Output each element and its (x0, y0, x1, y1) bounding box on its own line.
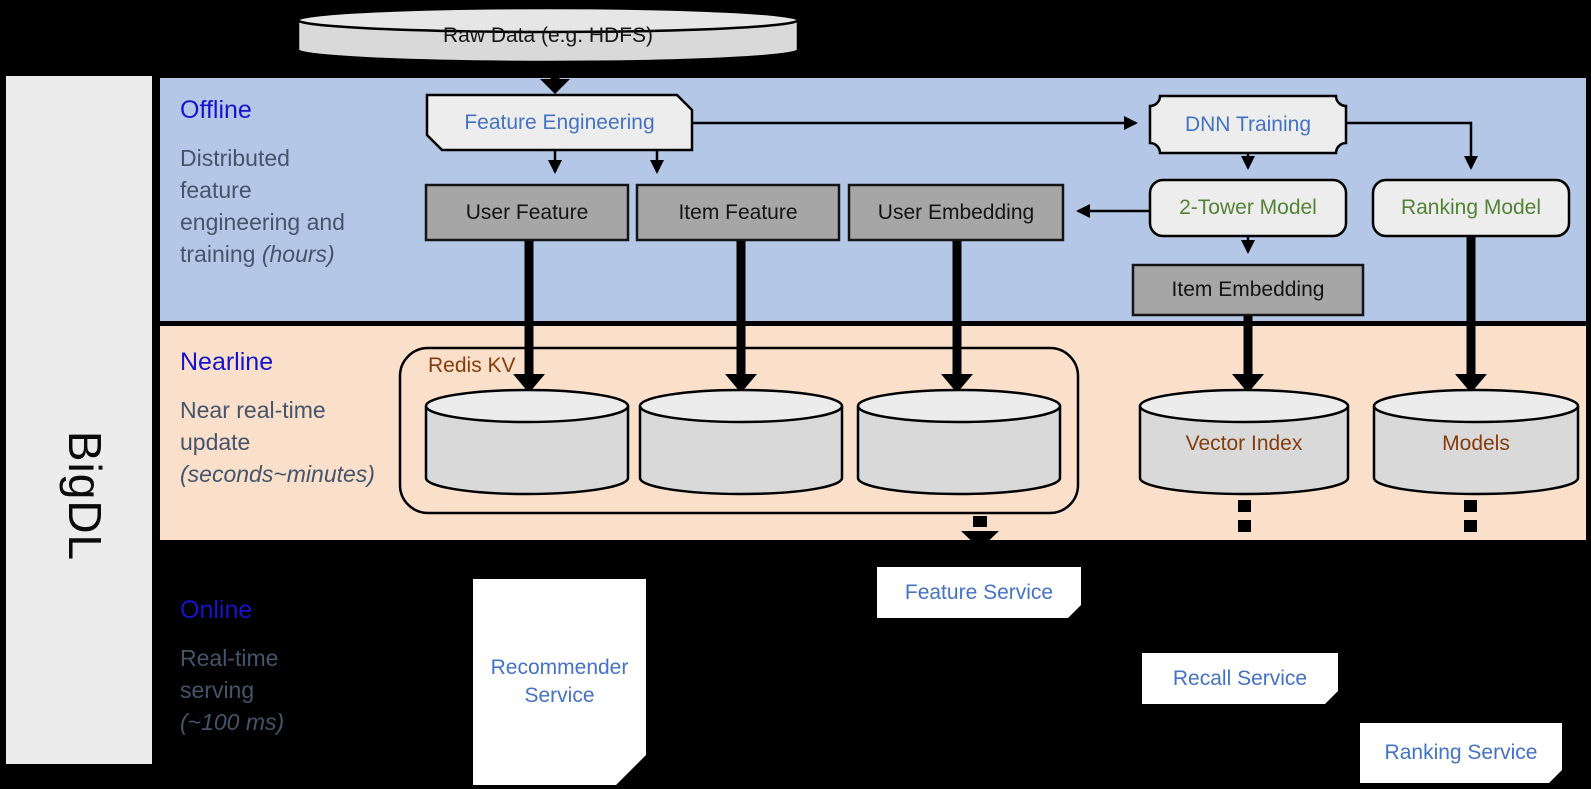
dash-redis-to-featureservice (973, 516, 987, 527)
models-cylinder (1372, 388, 1580, 496)
feature-engineering-box (425, 93, 694, 152)
nearline-desc-line2: update (180, 429, 251, 455)
ranking-service-label: Ranking Service (1384, 741, 1538, 764)
arrow-dnn-to-rankingmodel (1346, 121, 1478, 170)
offline-desc-line2: feature (180, 177, 252, 203)
offline-desc-line1: Distributed (180, 145, 290, 171)
recall-service-label: Recall Service (1172, 666, 1308, 690)
nearline-desc-line1: Near real-time (180, 397, 326, 423)
online-desc-line1: Real-time (180, 645, 279, 671)
offline-section-title: Offline (180, 96, 252, 124)
user-feature-label: User Feature (465, 200, 589, 224)
raw-data-cylinder (296, 6, 800, 64)
item-embedding-label: Item Embedding (1171, 278, 1325, 301)
raw-data-label: Raw Data (e.g. HDFS) (442, 24, 654, 47)
user-embedding-box (847, 183, 1065, 242)
dnn-training-label: DNN Training (1184, 112, 1312, 136)
kv-cylinder-3 (856, 388, 1062, 496)
nearline-section-title: Nearline (180, 348, 274, 376)
vector-index-cylinder (1138, 388, 1350, 496)
offline-section-desc: Distributed feature engineering and trai… (180, 142, 345, 270)
nearline-section-desc: Near real-time update (seconds~minutes) (180, 394, 375, 490)
feature-service-label: Feature Service (904, 580, 1054, 604)
thick-arrows (513, 237, 1487, 393)
online-section-desc: Real-time serving (~100 ms) (180, 642, 284, 738)
feature-service-box: Feature Service (877, 567, 1081, 618)
ranking-service-box: Ranking Service (1360, 723, 1562, 783)
models-label: Models (1442, 432, 1510, 455)
two-tower-model-label: 2-Tower Model (1179, 196, 1317, 219)
dashed-connectors (961, 500, 1477, 549)
ranking-model-box (1371, 178, 1571, 238)
arrow-rawdata-to-fe (540, 62, 570, 94)
recall-service-box: Recall Service (1142, 653, 1338, 704)
online-desc-line2: serving (180, 677, 255, 703)
feature-engineering-label: Feature Engineering (464, 110, 655, 134)
item-embedding-box (1131, 263, 1365, 317)
online-desc-line3: (~100 ms) (180, 709, 285, 735)
kv-cylinder-2 (638, 388, 844, 496)
arrowhead-redis-to-featureservice (961, 531, 999, 549)
dash-models-1 (1464, 500, 1477, 512)
recommender-service-doc: Recommender Service (473, 579, 646, 785)
dash-vectorindex-2 (1238, 520, 1251, 532)
thin-arrows (548, 116, 1478, 254)
ranking-model-label: Ranking Model (1400, 196, 1542, 219)
kv-cylinder-1 (424, 388, 630, 496)
bigdl-sidebar: BigDL (6, 76, 152, 764)
item-feature-box (635, 183, 841, 242)
user-embedding-label: User Embedding (877, 200, 1035, 224)
vector-index-label: Vector Index (1185, 432, 1303, 455)
online-section-title: Online (180, 596, 253, 624)
dash-vectorindex-1 (1238, 500, 1251, 512)
offline-desc-line3: engineering and (180, 209, 345, 235)
recommender-service-label: Recommender Service (490, 656, 629, 707)
offline-desc-line4: training (hours) (180, 241, 335, 267)
item-feature-label: Item Feature (678, 200, 798, 224)
user-feature-box (424, 183, 630, 242)
nearline-desc-line3: (seconds~minutes) (180, 461, 375, 487)
dnn-training-box (1148, 94, 1348, 155)
redis-kv-label: Redis KV (428, 354, 516, 377)
redis-kv-container (398, 346, 1080, 515)
dash-models-2 (1464, 520, 1477, 532)
